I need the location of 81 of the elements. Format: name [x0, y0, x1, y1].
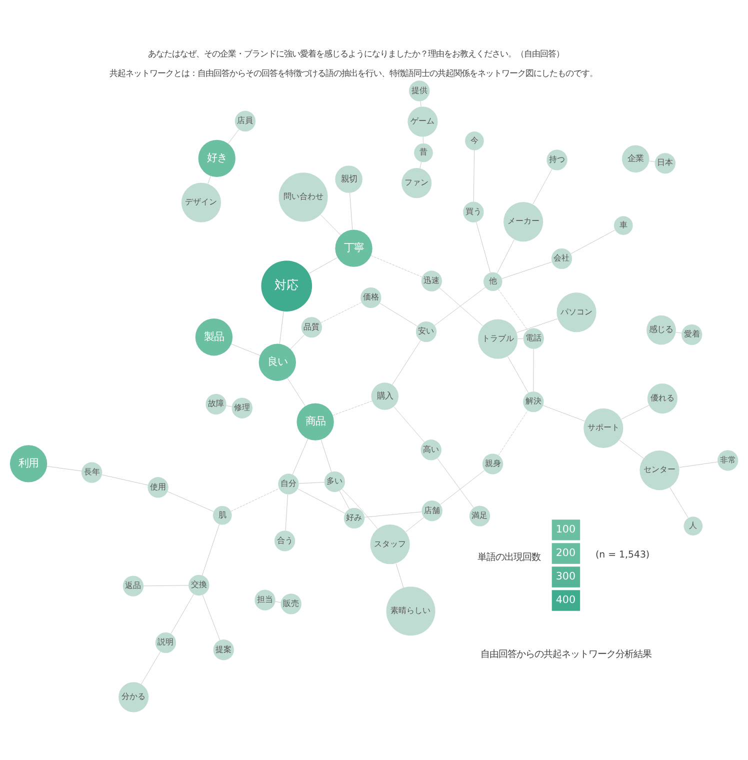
connector [350, 192, 353, 230]
connector [406, 517, 424, 532]
connector [496, 239, 514, 274]
connector [619, 440, 644, 459]
connector [279, 311, 284, 344]
connector [320, 439, 332, 472]
connector [621, 405, 650, 420]
connector [170, 594, 194, 634]
connector [226, 406, 232, 407]
node-circle: 商品 [296, 403, 334, 440]
connector [231, 344, 260, 356]
node-circle: 企業 [622, 145, 650, 173]
connector [422, 136, 424, 144]
legend-label: 400 [556, 594, 576, 606]
connector [140, 651, 161, 684]
connector [292, 438, 308, 475]
connector [648, 160, 656, 162]
connector [437, 458, 474, 508]
diagram-title: あなたはなぜ、その企業・ブランドに強い愛着を感じるようになりましたか？理由をお教えください。（自由回答） [148, 48, 564, 59]
connector [518, 338, 524, 339]
connector [679, 462, 718, 468]
connector [440, 470, 485, 505]
label: (n = 1,543) [596, 550, 650, 561]
connector [502, 262, 552, 279]
connector [290, 334, 305, 350]
connector [532, 168, 552, 204]
connector [533, 348, 534, 392]
connector [364, 512, 422, 518]
connector [570, 230, 616, 254]
connector [208, 176, 211, 184]
connector [434, 287, 486, 326]
connector [285, 494, 288, 531]
node-circle: 利用 [10, 445, 48, 482]
connector [670, 487, 688, 518]
connector [230, 488, 280, 512]
label: 自由回答からの共起ネットワーク分析結果 [480, 649, 652, 660]
connector [202, 594, 220, 640]
node-circle: 製品 [195, 318, 233, 356]
connector [308, 257, 338, 274]
connector [297, 488, 346, 514]
connector [228, 129, 240, 144]
legend-label: 300 [556, 570, 576, 583]
connector [473, 150, 475, 202]
connector [498, 289, 528, 330]
connector [320, 214, 341, 236]
connector [542, 405, 585, 422]
connector [507, 356, 529, 394]
connector [396, 563, 404, 588]
connector [102, 474, 148, 486]
connector [420, 100, 422, 108]
connector [274, 601, 282, 603]
connector [46, 466, 82, 472]
connector [202, 524, 220, 576]
connector [167, 491, 214, 512]
caption: 共起ネットワークとは：自由回答からその回答を特徴づける語の抽出を行い、特徴語同士の共起関係をネットワーク図にしたものです。 [110, 68, 598, 78]
node-circle: 購入 [371, 382, 399, 410]
connector [439, 288, 484, 326]
connector [287, 378, 306, 406]
connector [394, 406, 425, 442]
node-circle: 良い [258, 344, 296, 381]
connector [298, 482, 324, 484]
connector [676, 332, 682, 334]
connector [370, 255, 422, 278]
connector [498, 410, 528, 456]
legend-label: 100 [556, 524, 576, 536]
connector [516, 318, 558, 333]
connector [476, 222, 491, 273]
connector [332, 400, 372, 416]
connector [420, 162, 422, 169]
node-circle: 丁寧 [335, 230, 372, 267]
connector [320, 302, 362, 323]
connector [379, 302, 418, 327]
node-circle: 感じる [646, 315, 676, 345]
node-circle: 好き [198, 140, 236, 177]
node-circle: 対応 [261, 260, 312, 312]
connector [339, 490, 350, 510]
node-circle: 親切 [335, 166, 362, 193]
legend-label: 200 [556, 547, 576, 560]
label: 単語の出現回数 [477, 552, 540, 563]
connector [143, 585, 189, 586]
connector [392, 340, 421, 385]
